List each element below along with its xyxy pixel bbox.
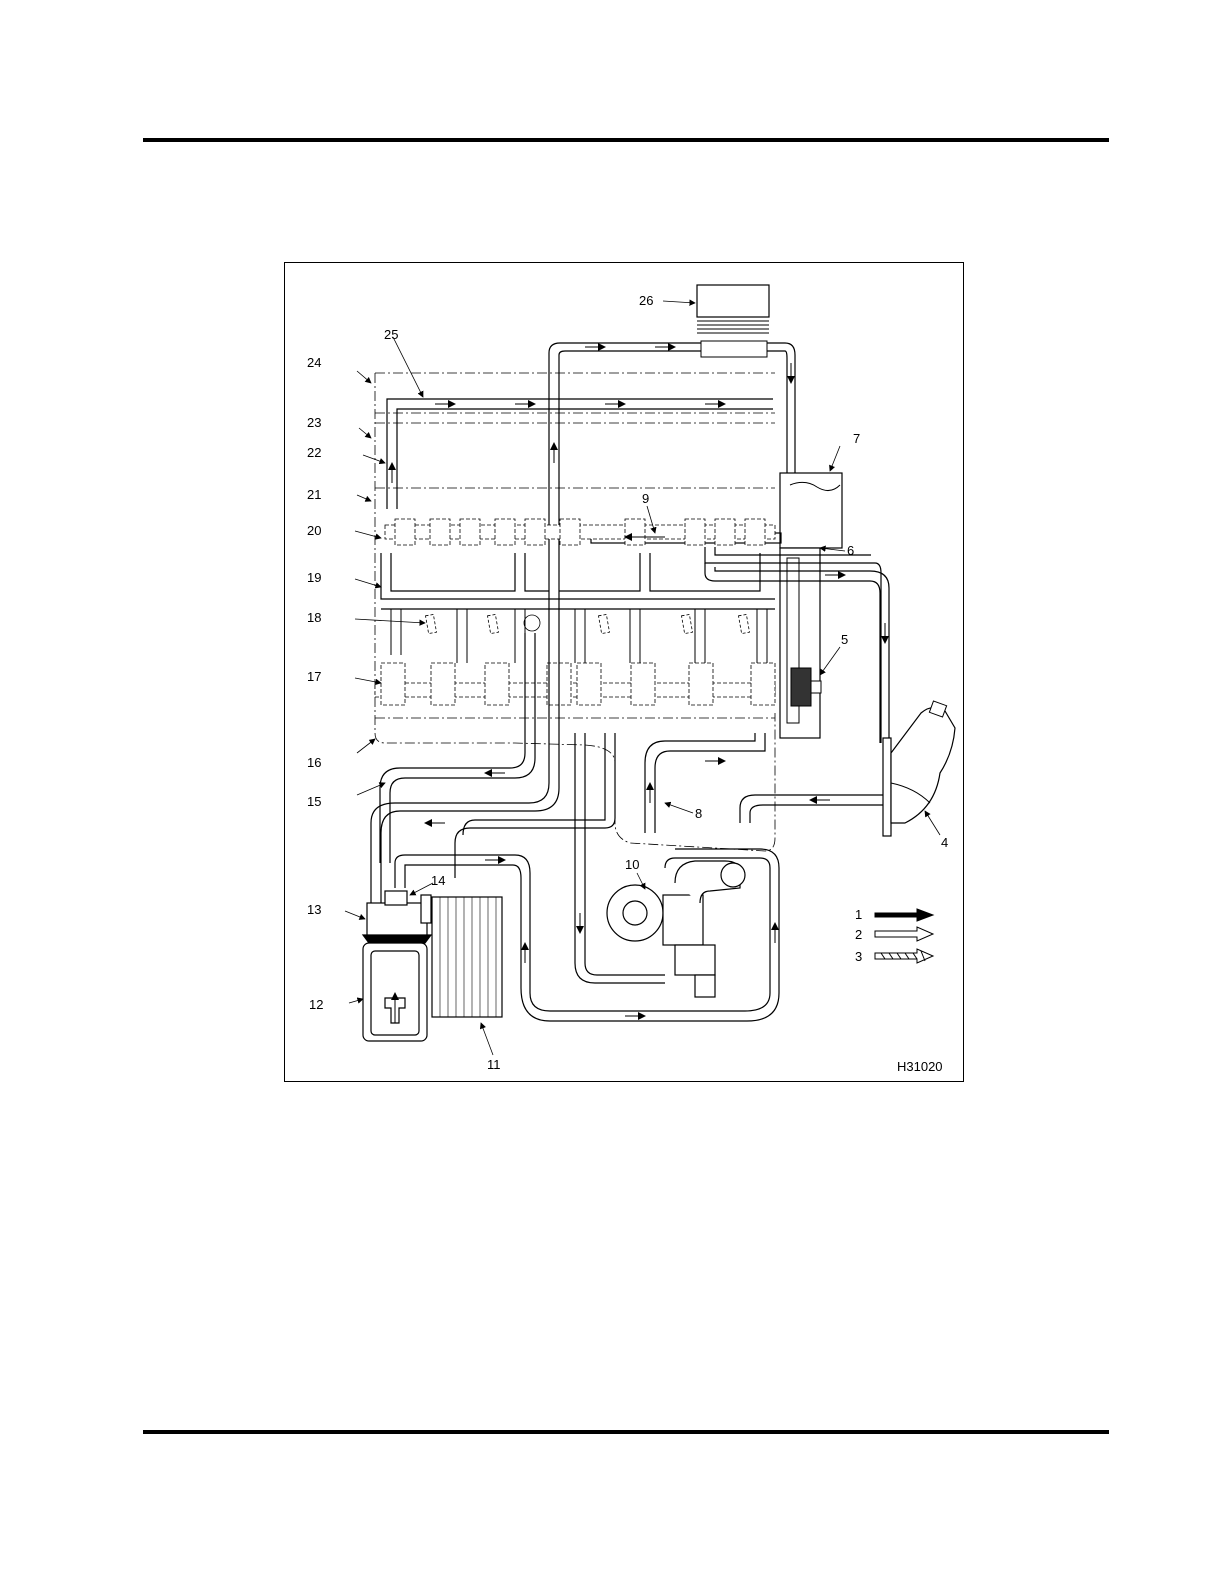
callout-5: 5 <box>841 632 848 647</box>
drop-tubes <box>391 609 767 663</box>
part-4-component <box>883 701 955 836</box>
callout-21: 21 <box>307 487 321 502</box>
part-10-turbocharger <box>607 861 745 997</box>
callout-16: 16 <box>307 755 321 770</box>
callout-20: 20 <box>307 523 321 538</box>
callout-11: 11 <box>487 1057 501 1072</box>
part-26-component <box>697 285 769 357</box>
callout-15: 15 <box>307 794 321 809</box>
legend-label-1: 1 <box>855 907 862 922</box>
oil-flow-diagram: 26 25 24 23 22 21 20 19 18 17 16 15 14 1… <box>285 263 965 1083</box>
callout-14: 14 <box>431 873 445 888</box>
callout-10: 10 <box>625 857 639 872</box>
part-17-crankshaft <box>375 663 775 705</box>
callout-8: 8 <box>695 806 702 821</box>
callout-18: 18 <box>307 610 321 625</box>
callout-23: 23 <box>307 415 321 430</box>
callout-4: 4 <box>941 835 948 850</box>
callout-26: 26 <box>639 293 653 308</box>
oil-flow-diagram-frame: 26 25 24 23 22 21 20 19 18 17 16 15 14 1… <box>284 262 964 1082</box>
callout-19: 19 <box>307 570 321 585</box>
callout-7: 7 <box>853 431 860 446</box>
callout-6: 6 <box>847 543 854 558</box>
part-20-camshaft <box>385 519 775 545</box>
callout-22: 22 <box>307 445 321 460</box>
legend-label-2: 2 <box>855 927 862 942</box>
part-12-oil-filter <box>363 943 427 1041</box>
header-rule <box>143 138 1109 142</box>
callout-17: 17 <box>307 669 321 684</box>
part-7-component <box>780 473 842 548</box>
part-8-return-line <box>645 733 883 833</box>
part-9-gallery <box>591 533 881 743</box>
legend-arrows <box>875 909 933 963</box>
part-11-oil-cooler <box>432 897 502 1017</box>
part-25-oil-gallery <box>387 399 773 509</box>
figure-id: H31020 <box>897 1059 943 1074</box>
callout-13: 13 <box>307 902 321 917</box>
callout-25: 25 <box>384 327 398 342</box>
callout-9: 9 <box>642 491 649 506</box>
part-18-jets <box>425 614 749 633</box>
footer-rule <box>143 1430 1109 1434</box>
callout-12: 12 <box>309 997 323 1012</box>
part-6-housing <box>780 548 820 738</box>
callout-24: 24 <box>307 355 321 370</box>
legend-label-3: 3 <box>855 949 862 964</box>
